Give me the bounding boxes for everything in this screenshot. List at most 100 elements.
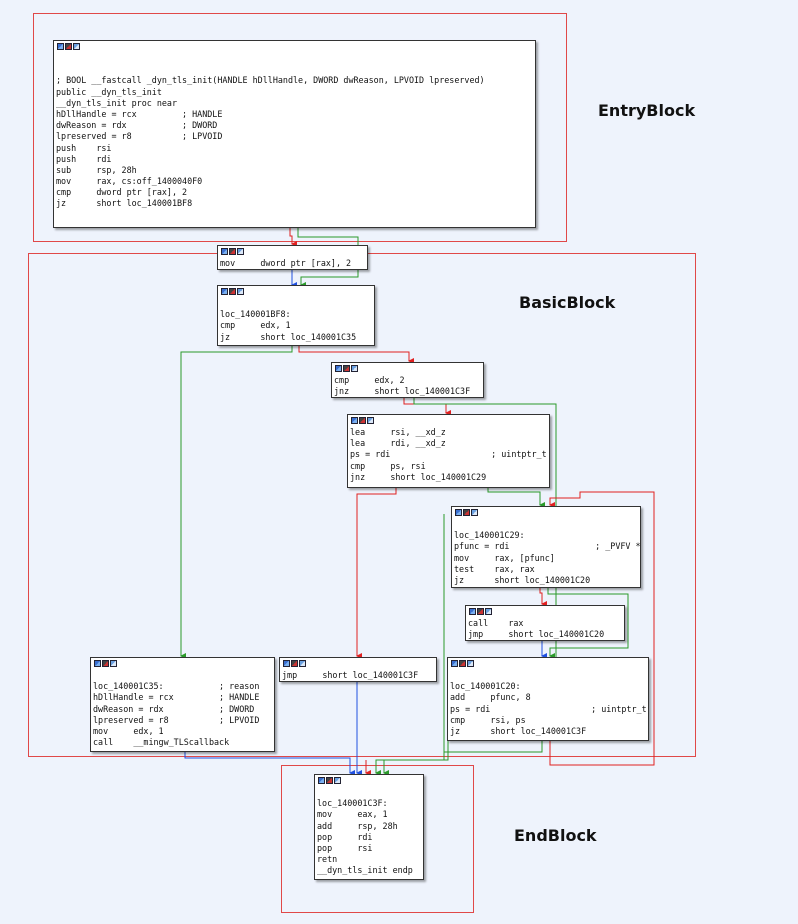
code-line[interactable]: jmp short loc_140001C3F xyxy=(282,670,419,680)
code-line[interactable]: mov rax, [pfunc] xyxy=(454,552,555,563)
edge-lea-to-jmp xyxy=(356,487,397,659)
color-icon xyxy=(65,43,72,50)
basic-block-label: BasicBlock xyxy=(519,293,616,312)
code-line[interactable]: mov dword ptr [rax], 2 xyxy=(220,258,352,268)
code-line[interactable]: cmp edx, 1 xyxy=(220,320,291,331)
end-block-label: EndBlock xyxy=(514,826,597,845)
code-line[interactable]: pop rsi xyxy=(317,842,373,853)
group-icon xyxy=(351,365,358,372)
code-line[interactable]: lea rsi, __xd_z xyxy=(350,427,446,437)
code-line[interactable]: mov rax, cs:off_1400040F0 xyxy=(56,176,203,187)
code-line[interactable]: add pfunc, 8 xyxy=(450,692,531,703)
code-line[interactable] xyxy=(220,298,372,309)
graph-view-icon xyxy=(221,248,228,255)
code-line[interactable]: ps = rdi ; uintptr_t xyxy=(450,703,647,714)
code-line[interactable]: call __mingw_TLScallback xyxy=(93,737,230,748)
edge-bf8-to-cmp2 xyxy=(298,345,414,364)
mov-node[interactable]: mov dword ptr [rax], 2 xyxy=(217,245,368,270)
code-line[interactable]: call rax xyxy=(468,618,524,628)
code-lines: loc_140001C29:pfunc = rdi ; _PVFV *mov r… xyxy=(452,519,641,587)
code-line[interactable]: push rdi xyxy=(56,153,112,164)
code-line[interactable]: public __dyn_tls_init xyxy=(56,86,162,97)
code-line[interactable]: cmp dword ptr [rax], 2 xyxy=(56,187,188,198)
code-line[interactable]: jz short loc_140001C35 xyxy=(220,331,357,342)
code-line[interactable] xyxy=(317,787,421,798)
code-line[interactable]: test rax, rax xyxy=(454,563,535,574)
node-header xyxy=(315,775,423,787)
code-line[interactable]: dwReason = rdx ; DWORD xyxy=(56,120,218,131)
code-line[interactable]: loc_140001C20: xyxy=(450,681,521,692)
code-line[interactable]: jnz short loc_140001C29 xyxy=(350,471,487,482)
graph-view-icon xyxy=(318,777,325,784)
color-icon xyxy=(459,660,466,667)
entry-node[interactable]: ; BOOL __fastcall _dyn_tls_init(HANDLE h… xyxy=(53,40,536,228)
group-icon xyxy=(110,660,117,667)
node-header xyxy=(54,41,535,53)
code-line[interactable]: mov eax, 1 xyxy=(317,809,388,820)
code-line[interactable]: jnz short loc_140001C3F xyxy=(334,386,471,397)
code-line[interactable]: cmp rsi, ps xyxy=(450,714,526,725)
code-line[interactable]: lpreserved = r8 ; LPVOID xyxy=(93,714,260,725)
code-lines: mov dword ptr [rax], 2 xyxy=(218,258,367,270)
code-line[interactable] xyxy=(56,64,533,75)
color-icon xyxy=(477,608,484,615)
graph-view-icon xyxy=(221,288,228,295)
code-line[interactable]: push rsi xyxy=(56,142,112,153)
code-line[interactable] xyxy=(454,519,638,530)
color-icon xyxy=(463,509,470,516)
color-icon xyxy=(102,660,109,667)
node-header xyxy=(218,286,374,298)
code-line[interactable]: jz short loc_140001BF8 xyxy=(56,198,193,209)
code-line[interactable]: loc_140001BF8: xyxy=(220,309,291,320)
group-icon xyxy=(471,509,478,516)
node-header xyxy=(452,507,640,519)
code-line[interactable]: hDllHandle = rcx ; HANDLE xyxy=(93,692,260,703)
code-line[interactable]: cmp edx, 2 xyxy=(334,375,405,385)
code-line[interactable]: cmp ps, rsi xyxy=(350,460,426,471)
edge-cmp2-to-lea xyxy=(403,397,451,416)
code-line[interactable]: ps = rdi ; uintptr_t xyxy=(350,449,547,460)
graph-view-icon xyxy=(94,660,101,667)
graph-view-icon xyxy=(451,660,458,667)
code-line[interactable]: mov edx, 1 xyxy=(93,725,164,736)
code-line[interactable]: jz short loc_140001C20 xyxy=(454,574,591,585)
loc-140001C29-node[interactable]: loc_140001C29:pfunc = rdi ; _PVFV *mov r… xyxy=(451,506,641,588)
node-header xyxy=(448,658,648,670)
code-line[interactable] xyxy=(56,53,533,64)
edge-c20-to-c3f xyxy=(375,514,543,776)
code-line[interactable]: __dyn_tls_init endp xyxy=(317,865,413,876)
code-line[interactable]: hDllHandle = rcx ; HANDLE xyxy=(56,108,223,119)
code-line[interactable]: dwReason = rdx ; DWORD xyxy=(93,703,255,714)
edge-c20-loop-to-c29 xyxy=(549,491,655,766)
code-line[interactable]: lea rdi, __xd_z xyxy=(350,438,446,449)
code-line[interactable]: add rsp, 28h xyxy=(317,820,398,831)
code-line[interactable]: pop rdi xyxy=(317,831,373,842)
code-line[interactable]: sub rsp, 28h xyxy=(56,164,137,175)
code-line[interactable] xyxy=(450,670,646,681)
node-header xyxy=(280,658,436,670)
code-line[interactable]: loc_140001C29: xyxy=(454,530,525,541)
color-icon xyxy=(343,365,350,372)
color-icon xyxy=(229,248,236,255)
code-line[interactable]: pfunc = rdi ; _PVFV * xyxy=(454,541,641,552)
code-line[interactable]: jz short loc_140001C3F xyxy=(450,725,587,736)
code-line[interactable]: loc_140001C3F: xyxy=(317,798,388,809)
code-line[interactable]: loc_140001C35: ; reason xyxy=(93,681,260,692)
jmp-node[interactable]: jmp short loc_140001C3F xyxy=(279,657,437,682)
code-line[interactable]: jmp short loc_140001C20 xyxy=(468,629,605,640)
code-line[interactable]: retn xyxy=(317,854,338,865)
code-line[interactable]: __dyn_tls_init proc near xyxy=(56,97,178,108)
edge-lea-to-c29 xyxy=(487,487,545,508)
graph-view-icon xyxy=(57,43,64,50)
code-line[interactable]: lpreserved = r8 ; LPVOID xyxy=(56,131,223,142)
code-line[interactable]: ; BOOL __fastcall _dyn_tls_init(HANDLE h… xyxy=(56,75,485,86)
code-line[interactable] xyxy=(93,670,272,681)
